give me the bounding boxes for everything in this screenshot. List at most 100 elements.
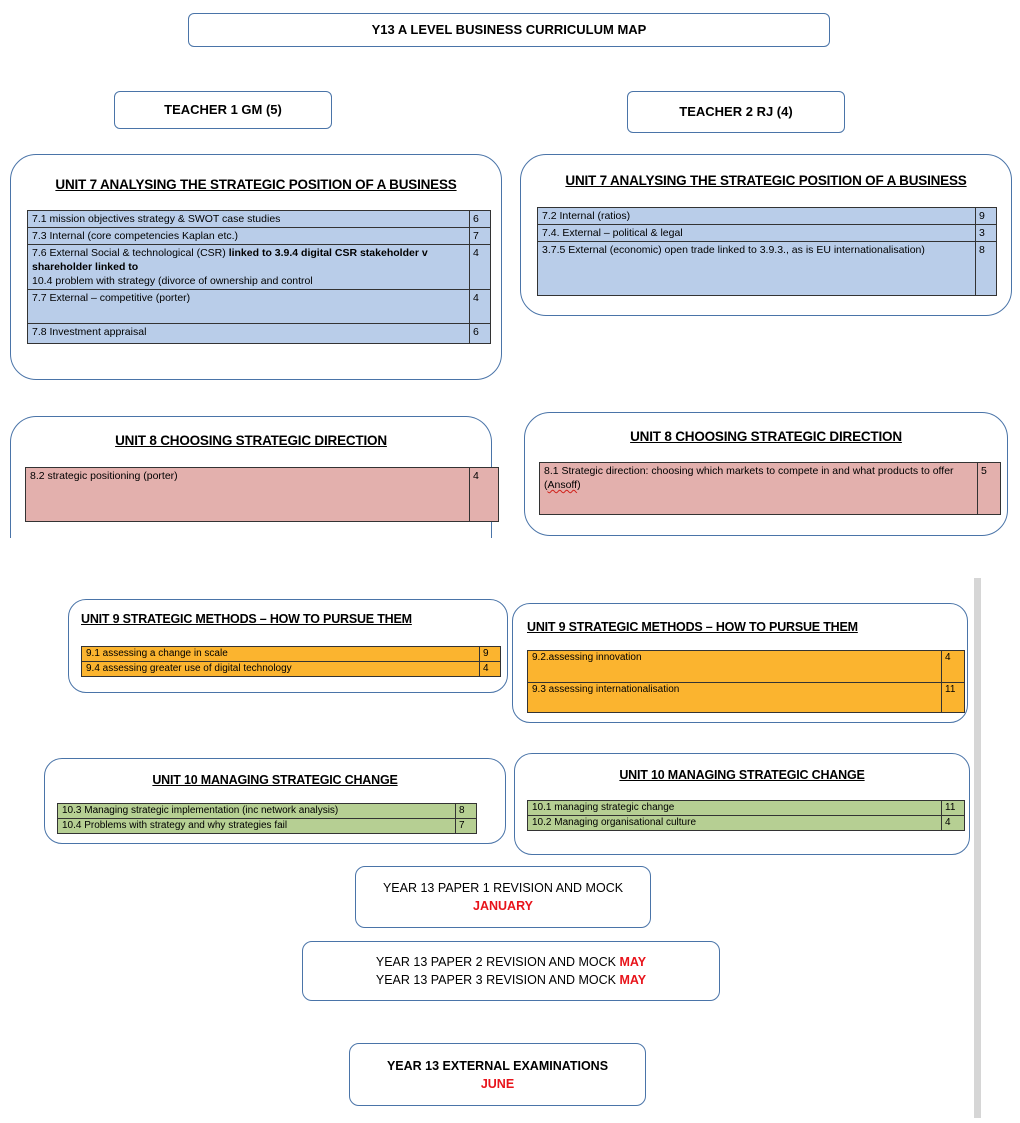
lesson-count: 7 (455, 818, 477, 834)
topic-cell: 9.1 assessing a change in scale (81, 646, 480, 662)
topic-cell: 3.7.5 External (economic) open trade lin… (537, 241, 976, 296)
topic-cell: 7.2 Internal (ratios) (537, 207, 976, 225)
unit9-teacher1-title: UNIT 9 STRATEGIC METHODS – HOW TO PURSUE… (81, 612, 412, 626)
external-exams-box: YEAR 13 EXTERNAL EXAMINATIONS JUNE (349, 1043, 646, 1106)
unit7-teacher2-table: 7.2 Internal (ratios) 9 7.4. External – … (537, 207, 997, 296)
page-title-text: Y13 A LEVEL BUSINESS CURRICULUM MAP (371, 22, 647, 37)
external-exams-text: YEAR 13 EXTERNAL EXAMINATIONS (386, 1058, 609, 1073)
lesson-count: 11 (941, 800, 965, 816)
lesson-count: 4 (941, 815, 965, 831)
table-row: 7.7 External – competitive (porter) 4 (27, 289, 491, 324)
paper2-3-revision-box: YEAR 13 PAPER 2 REVISION AND MOCK MAY YE… (302, 941, 720, 1001)
lesson-count: 4 (469, 244, 491, 290)
table-row: 3.7.5 External (economic) open trade lin… (537, 241, 997, 296)
unit8-teacher1-title: UNIT 8 CHOOSING STRATEGIC DIRECTION (115, 433, 387, 448)
teacher-2-label: TEACHER 2 RJ (4) (679, 104, 793, 119)
lesson-count: 4 (469, 289, 491, 324)
unit9-teacher2-panel: UNIT 9 STRATEGIC METHODS – HOW TO PURSUE… (512, 603, 968, 723)
topic-cell: 7.6 External Social & technological (CSR… (27, 244, 470, 290)
table-row: 7.1 mission objectives strategy & SWOT c… (27, 210, 491, 228)
topic-cell: 10.4 Problems with strategy and why stra… (57, 818, 456, 834)
topic-cell: 8.1 Strategic direction: choosing which … (539, 462, 978, 515)
topic-cell: 10.2 Managing organisational culture (527, 815, 942, 831)
paper1-revision-month: JANUARY (473, 899, 533, 913)
lesson-count: 3 (975, 224, 997, 242)
teacher-1-label: TEACHER 1 GM (5) (164, 102, 282, 117)
topic-cell: 7.8 Investment appraisal (27, 323, 470, 344)
unit8-teacher1-panel: UNIT 8 CHOOSING STRATEGIC DIRECTION 8.2 … (10, 416, 499, 538)
unit7-teacher1-table: 7.1 mission objectives strategy & SWOT c… (27, 210, 491, 344)
lesson-count: 8 (455, 803, 477, 819)
paper1-revision-text: YEAR 13 PAPER 1 REVISION AND MOCK (382, 881, 624, 895)
topic-cell: 9.2.assessing innovation (527, 650, 942, 683)
topic-cell: 7.7 External – competitive (porter) (27, 289, 470, 324)
lesson-count: 4 (479, 661, 501, 677)
lesson-count: 7 (469, 227, 491, 245)
table-row: 8.2 strategic positioning (porter) 4 (25, 467, 499, 522)
unit8-teacher2-table: 8.1 Strategic direction: choosing which … (539, 462, 1001, 515)
unit8-teacher2-title: UNIT 8 CHOOSING STRATEGIC DIRECTION (630, 429, 902, 444)
unit9-teacher1-panel: UNIT 9 STRATEGIC METHODS – HOW TO PURSUE… (68, 599, 508, 693)
paper3-revision-line: YEAR 13 PAPER 3 REVISION AND MOCK MAY (376, 971, 646, 989)
topic-text: 8.1 Strategic direction: choosing which … (544, 465, 954, 491)
table-row: 7.8 Investment appraisal 6 (27, 323, 491, 344)
paper2-revision-month: MAY (619, 955, 647, 969)
table-row: 8.1 Strategic direction: choosing which … (539, 462, 1001, 515)
lesson-count: 4 (469, 467, 499, 522)
teacher-2-header: TEACHER 2 RJ (4) (627, 91, 845, 133)
lesson-count: 9 (479, 646, 501, 662)
topic-cell: 9.4 assessing greater use of digital tec… (81, 661, 480, 677)
unit7-teacher2-panel: UNIT 7 ANALYSING THE STRATEGIC POSITION … (520, 154, 1012, 316)
topic-cell: 10.3 Managing strategic implementation (… (57, 803, 456, 819)
topic-cell: 8.2 strategic positioning (porter) (25, 467, 470, 522)
table-row: 7.4. External – political & legal 3 (537, 224, 997, 242)
page-scrollbar[interactable] (974, 578, 981, 1118)
paper2-revision-line: YEAR 13 PAPER 2 REVISION AND MOCK MAY (376, 953, 646, 971)
unit10-teacher1-panel: UNIT 10 MANAGING STRATEGIC CHANGE 10.3 M… (44, 758, 506, 844)
paper3-revision-month: MAY (619, 973, 647, 987)
topic-cell: 9.3 assessing internationalisation (527, 682, 942, 713)
unit7-teacher2-title: UNIT 7 ANALYSING THE STRATEGIC POSITION … (565, 173, 967, 188)
unit8-teacher1-table: 8.2 strategic positioning (porter) 4 (25, 467, 499, 522)
topic-text: ) (577, 479, 581, 491)
paper2-revision-text: YEAR 13 PAPER 2 REVISION AND MOCK (375, 955, 620, 969)
unit7-teacher1-panel: UNIT 7 ANALYSING THE STRATEGIC POSITION … (10, 154, 502, 380)
paper3-revision-text: YEAR 13 PAPER 3 REVISION AND MOCK (375, 973, 620, 987)
lesson-count: 8 (975, 241, 997, 296)
table-row: 7.3 Internal (core competencies Kaplan e… (27, 227, 491, 245)
table-row: 10.1 managing strategic change 11 (527, 800, 965, 816)
unit10-teacher2-table: 10.1 managing strategic change 11 10.2 M… (527, 800, 965, 831)
table-row: 10.4 Problems with strategy and why stra… (57, 818, 477, 834)
table-row: 7.2 Internal (ratios) 9 (537, 207, 997, 225)
topic-cell: 7.4. External – political & legal (537, 224, 976, 242)
table-row: 10.2 Managing organisational culture 4 (527, 815, 965, 831)
topic-text: 10.4 problem with strategy (divorce of o… (32, 275, 313, 287)
lesson-count: 9 (975, 207, 997, 225)
lesson-count: 11 (941, 682, 965, 713)
paper1-revision-box: YEAR 13 PAPER 1 REVISION AND MOCK JANUAR… (355, 866, 651, 928)
topic-cell: 10.1 managing strategic change (527, 800, 942, 816)
topic-text: 7.6 External Social & technological (CSR… (32, 247, 229, 259)
unit10-teacher2-panel: UNIT 10 MANAGING STRATEGIC CHANGE 10.1 m… (514, 753, 970, 855)
unit10-teacher2-title: UNIT 10 MANAGING STRATEGIC CHANGE (619, 768, 865, 782)
page-title: Y13 A LEVEL BUSINESS CURRICULUM MAP (188, 13, 830, 47)
topic-cell: 7.1 mission objectives strategy & SWOT c… (27, 210, 470, 228)
table-row: 7.6 External Social & technological (CSR… (27, 244, 491, 290)
lesson-count: 6 (469, 323, 491, 344)
unit9-teacher2-table: 9.2.assessing innovation 4 9.3 assessing… (527, 650, 965, 713)
unit10-teacher1-title: UNIT 10 MANAGING STRATEGIC CHANGE (152, 773, 398, 787)
table-row: 9.2.assessing innovation 4 (527, 650, 965, 683)
lesson-count: 5 (977, 462, 1001, 515)
unit9-teacher1-table: 9.1 assessing a change in scale 9 9.4 as… (81, 646, 501, 677)
unit9-teacher2-title: UNIT 9 STRATEGIC METHODS – HOW TO PURSUE… (527, 620, 858, 634)
unit8-teacher2-panel: UNIT 8 CHOOSING STRATEGIC DIRECTION 8.1 … (524, 412, 1008, 536)
topic-link-text: linked to 3.9.4 digital CSR stakeholder … (32, 247, 428, 273)
teacher-1-header: TEACHER 1 GM (5) (114, 91, 332, 129)
table-row: 9.3 assessing internationalisation 11 (527, 682, 965, 713)
topic-cell: 7.3 Internal (core competencies Kaplan e… (27, 227, 470, 245)
topic-keyword: Ansoff (547, 479, 578, 491)
unit10-teacher1-table: 10.3 Managing strategic implementation (… (57, 803, 477, 834)
table-row: 9.1 assessing a change in scale 9 (81, 646, 501, 662)
lesson-count: 6 (469, 210, 491, 228)
table-row: 10.3 Managing strategic implementation (… (57, 803, 477, 819)
